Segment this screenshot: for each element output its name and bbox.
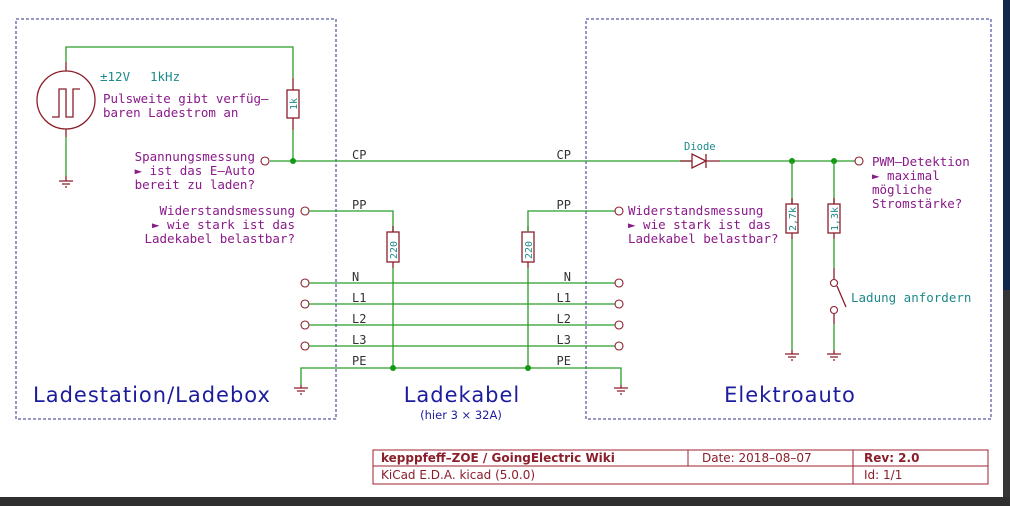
section-title-ev: Elektroauto bbox=[724, 383, 856, 407]
ground-icon bbox=[827, 350, 841, 361]
note-pwm-4: Stromstärke? bbox=[872, 196, 962, 211]
junction bbox=[290, 158, 296, 164]
switch-label: Ladung anfordern bbox=[851, 290, 971, 305]
net-label-l3-right: L3 bbox=[557, 333, 571, 347]
schematic-canvas: ±12V 1kHz Pulsweite gibt verfüg– baren L… bbox=[15, 18, 992, 485]
junction bbox=[525, 365, 531, 371]
net-label-l1-left: L1 bbox=[352, 291, 366, 305]
pin-cp-station bbox=[260, 156, 270, 166]
svg-text:1k: 1k bbox=[289, 98, 300, 110]
note-cp-3: bereit zu laden? bbox=[135, 177, 255, 192]
titleblock-title: kepppfeff–ZOE / GoingElectric Wiki bbox=[381, 451, 615, 465]
wire-source-top bbox=[65, 46, 294, 78]
frame-ev bbox=[585, 18, 992, 420]
titleblock-date: Date: 2018–08–07 bbox=[702, 451, 812, 465]
net-label-pp-left: PP bbox=[352, 198, 366, 212]
titleblock-id: Id: 1/1 bbox=[864, 468, 902, 482]
titleblock-rev: Rev: 2.0 bbox=[864, 451, 919, 465]
diode-label: Diode bbox=[684, 141, 716, 153]
ground-icon bbox=[785, 350, 799, 361]
net-label-l2-right: L2 bbox=[557, 312, 571, 326]
note-cp-1: Spannungsmessung bbox=[135, 149, 255, 164]
net-label-cp-left: CP bbox=[352, 148, 366, 162]
section-title-cable: Ladekabel bbox=[404, 383, 521, 407]
net-label-l1-right: L1 bbox=[557, 291, 571, 305]
net-label-l3-left: L3 bbox=[352, 333, 366, 347]
resistor-1k3: 1,3k bbox=[827, 198, 841, 239]
pin-pwm bbox=[854, 156, 864, 166]
resistor-1k: 1k bbox=[286, 78, 300, 130]
wire-pp-left bbox=[309, 210, 394, 232]
svg-text:1,3k: 1,3k bbox=[830, 207, 841, 231]
note-pp-left-2: ► wie stark ist das bbox=[152, 217, 295, 232]
svg-text:220: 220 bbox=[389, 241, 400, 259]
section-title-station: Ladestation/Ladebox bbox=[33, 383, 271, 407]
pwm-source-icon bbox=[36, 62, 96, 137]
background-app-panel-lower bbox=[1003, 290, 1010, 506]
net-label-cp-right: CP bbox=[557, 148, 571, 162]
background-app-panel bbox=[1003, 0, 1010, 290]
net-label-n-right: N bbox=[564, 270, 571, 284]
switch-icon bbox=[829, 268, 847, 324]
net-label-l2-left: L2 bbox=[352, 312, 366, 326]
note-pp-left-1: Widerstandsmessung bbox=[160, 203, 295, 218]
ground-icon bbox=[59, 176, 73, 188]
schematic-sheet: ±12V 1kHz Pulsweite gibt verfüg– baren L… bbox=[0, 0, 1003, 497]
note-pp-left-3: Ladekabel belastbar? bbox=[144, 231, 295, 246]
source-voltage: ±12V bbox=[100, 69, 131, 84]
note-pwm-2: ► maximal bbox=[872, 168, 940, 183]
svg-text:220: 220 bbox=[524, 241, 535, 259]
wire-pe bbox=[300, 367, 622, 385]
source-note-line1: Pulsweite gibt verfüg– bbox=[103, 91, 269, 106]
background-strip bbox=[0, 497, 1010, 506]
junction bbox=[390, 365, 396, 371]
net-label-pp-right: PP bbox=[557, 198, 571, 212]
resistor-220-right: 220 bbox=[521, 226, 535, 268]
ground-icon bbox=[294, 385, 308, 395]
title-block bbox=[372, 449, 989, 485]
source-frequency: 1kHz bbox=[150, 69, 180, 84]
note-pp-right-3: Ladekabel belastbar? bbox=[628, 231, 779, 246]
note-cp-2: ► ist das E–Auto bbox=[135, 163, 255, 178]
ground-icon bbox=[614, 385, 628, 395]
note-pp-right-1: Widerstandsmessung bbox=[628, 203, 763, 218]
source-note-line2: baren Ladestrom an bbox=[103, 105, 238, 120]
pin-pp-station bbox=[300, 206, 310, 216]
note-pwm-3: mögliche bbox=[872, 182, 932, 197]
svg-text:2,7k: 2,7k bbox=[788, 207, 799, 231]
pin-pp-ev bbox=[614, 206, 624, 216]
power-lines bbox=[300, 278, 624, 351]
titleblock-tool: KiCad E.D.A. kicad (5.0.0) bbox=[381, 468, 535, 482]
section-subtitle-cable: (hier 3 × 32A) bbox=[420, 408, 502, 422]
wire-pp-right bbox=[527, 210, 615, 232]
note-pwm-1: PWM–Detektion bbox=[872, 154, 970, 169]
diode-icon bbox=[680, 152, 720, 170]
net-label-n-left: N bbox=[352, 270, 359, 284]
resistor-220-left: 220 bbox=[386, 226, 400, 268]
net-label-pe-right: PE bbox=[557, 354, 571, 368]
resistor-2k7: 2,7k bbox=[785, 198, 799, 239]
net-label-pe-left: PE bbox=[352, 354, 366, 368]
note-pp-right-2: ► wie stark ist das bbox=[628, 217, 771, 232]
